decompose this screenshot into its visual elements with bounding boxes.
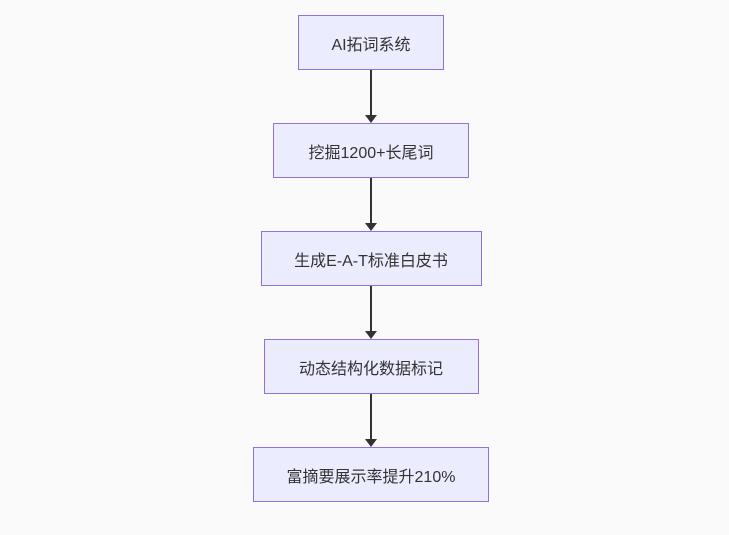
flow-node-longtail-keywords: 挖掘1200+长尾词 xyxy=(273,123,469,178)
flow-node-rich-snippet-rate: 富摘要展示率提升210% xyxy=(253,447,489,502)
flow-edge-3 xyxy=(365,286,377,339)
arrowhead-down-icon xyxy=(365,115,377,123)
flow-edge-2 xyxy=(365,178,377,231)
flow-node-label: 富摘要展示率提升210% xyxy=(286,468,456,486)
flow-node-label: 生成E-A-T标准白皮书 xyxy=(294,252,448,270)
edge-line xyxy=(370,286,372,331)
flow-edge-4 xyxy=(365,394,377,447)
arrowhead-down-icon xyxy=(365,223,377,231)
flow-node-eat-whitepaper: 生成E-A-T标准白皮书 xyxy=(260,231,482,286)
edge-line xyxy=(370,178,372,223)
flow-node-structured-data-markup: 动态结构化数据标记 xyxy=(263,339,479,394)
flow-node-label: 动态结构化数据标记 xyxy=(298,360,443,378)
arrowhead-down-icon xyxy=(365,439,377,447)
edge-line xyxy=(370,70,372,115)
arrowhead-down-icon xyxy=(365,331,377,339)
edge-line xyxy=(370,394,372,439)
flow-edge-1 xyxy=(365,70,377,123)
flow-node-label: AI拓词系统 xyxy=(331,36,411,54)
flow-node-ai-expansion-system: AI拓词系统 xyxy=(298,15,444,70)
flow-node-label: 挖掘1200+长尾词 xyxy=(308,144,434,162)
